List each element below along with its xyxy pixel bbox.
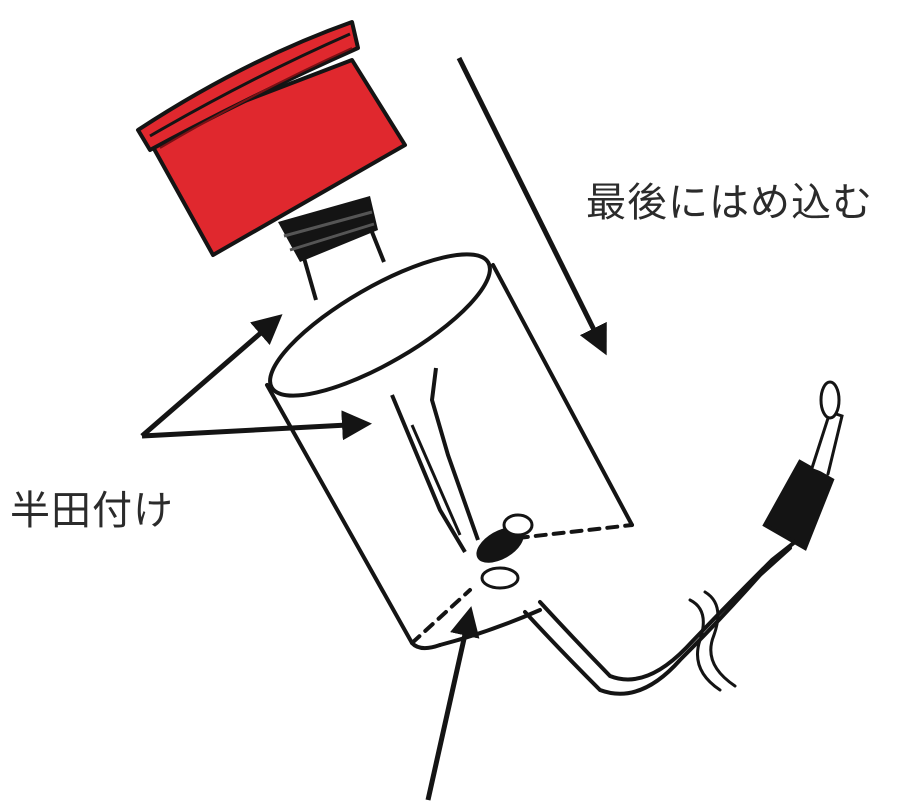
label-insert-last: 最後にはめ込む [586, 180, 873, 226]
lamp-bulb [390, 367, 534, 590]
label-solder: 半田付け [10, 488, 174, 534]
arrow-insert [456, 56, 607, 356]
red-cap [136, 20, 407, 301]
arrow-bottom [425, 606, 480, 801]
cable-with-plug [523, 380, 844, 696]
arrows-solder [140, 314, 372, 441]
